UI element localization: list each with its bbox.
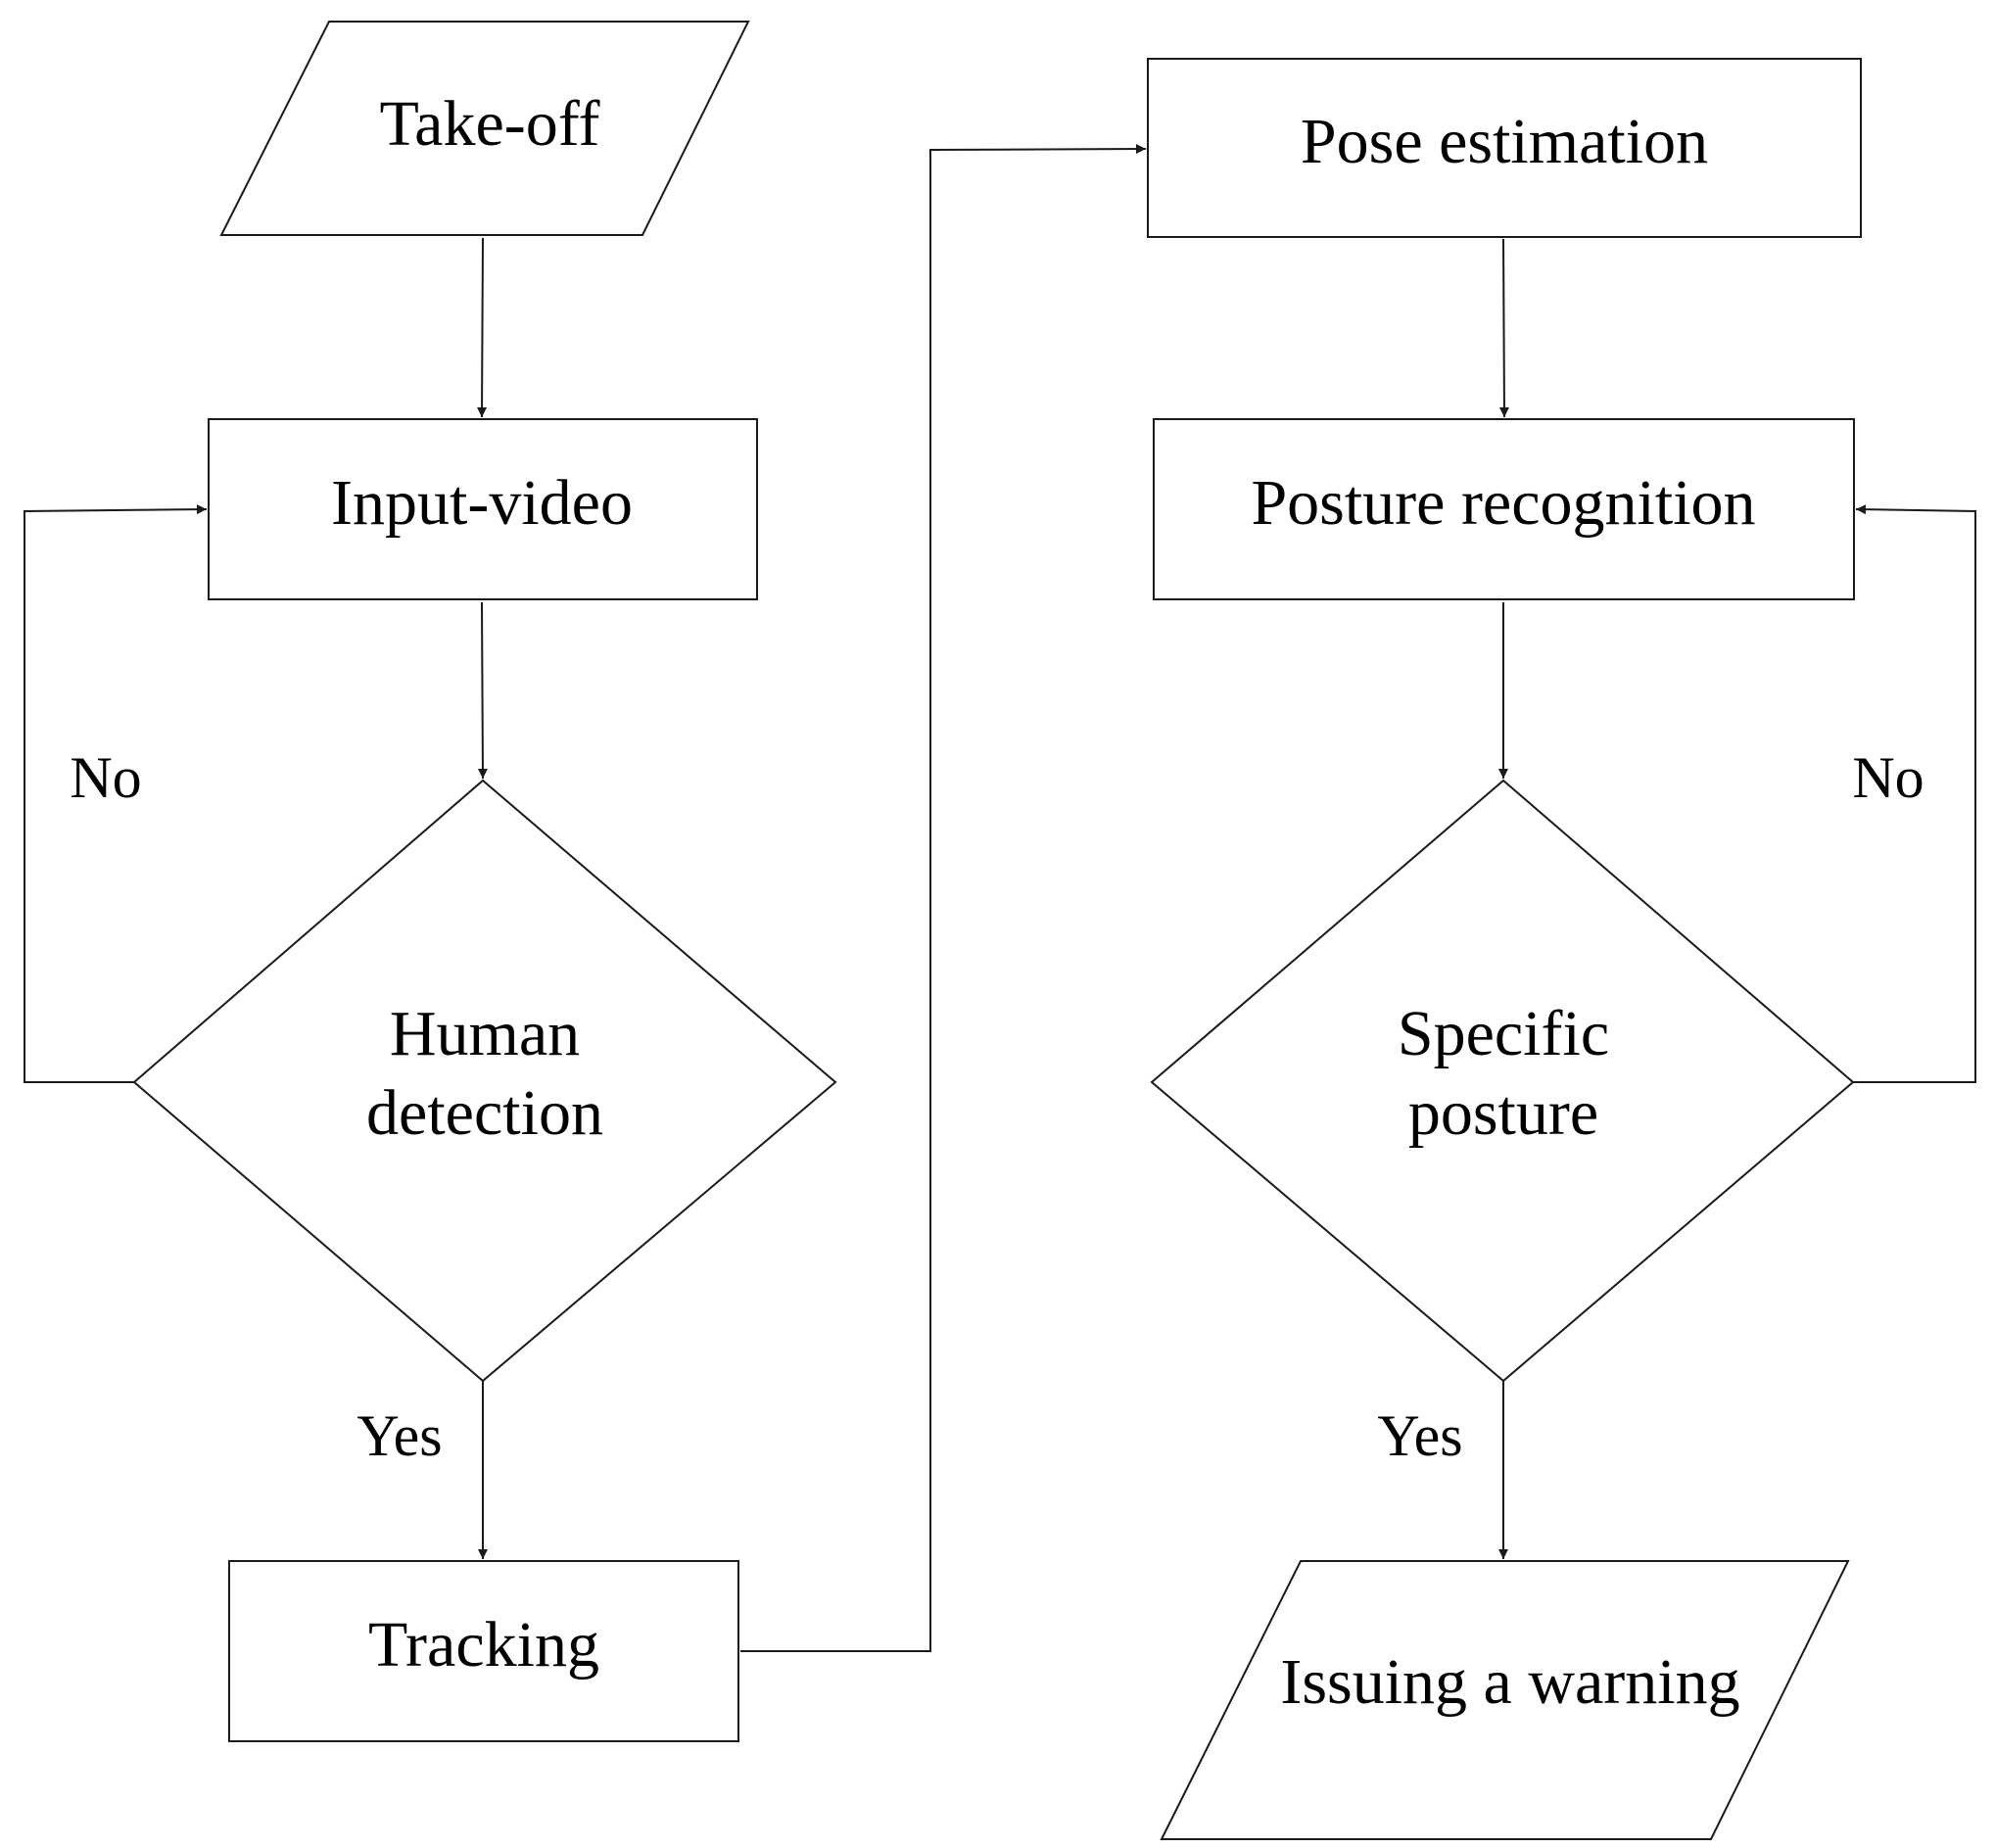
node-take-off: Take-off [219,21,750,236]
take-off-label: Take-off [379,88,599,160]
pose-estimation-box [1147,58,1862,238]
node-tracking: Tracking [228,1560,739,1742]
input-video-box [208,418,758,600]
node-input-video: Input-video [208,418,758,600]
specific-posture-no-label: No [1852,745,1924,810]
specific-posture-yes-label: Yes [1377,1403,1462,1468]
node-human-detection: Human detection [132,779,837,1383]
specific-posture-label-line2: posture [1408,1077,1598,1149]
edge-tracking-to-pose [740,144,1147,1652]
node-specific-posture: Specific posture [1150,779,1855,1383]
tracking-label: Tracking [368,1609,599,1681]
edge-pose-to-posture [1498,238,1509,418]
issuing-warning-label: Issuing a warning [1280,1646,1739,1718]
edge-detection-no-loop [24,504,208,1083]
take-off-parallelogram [219,21,750,236]
human-detection-no-label: No [70,745,141,810]
edge-takeoff-to-input [477,237,488,418]
human-detection-label-line1: Human [390,998,580,1069]
node-pose-estimation: Pose estimation [1147,58,1862,238]
pose-estimation-label: Pose estimation [1301,106,1708,177]
human-detection-yes-label: Yes [356,1403,442,1468]
edge-input-to-detection [477,601,488,780]
specific-posture-label-line1: Specific [1398,998,1609,1069]
node-issuing-warning: Issuing a warning [1160,1560,1850,1840]
posture-recognition-box [1153,418,1855,600]
posture-recognition-label: Posture recognition [1251,467,1755,539]
issuing-warning-parallelogram [1160,1560,1850,1840]
edge-specific-no-loop [1853,504,1976,1083]
human-detection-label-line2: detection [366,1077,603,1149]
node-posture-recognition: Posture recognition [1153,418,1855,600]
tracking-box [228,1560,739,1742]
input-video-label: Input-video [331,467,633,539]
